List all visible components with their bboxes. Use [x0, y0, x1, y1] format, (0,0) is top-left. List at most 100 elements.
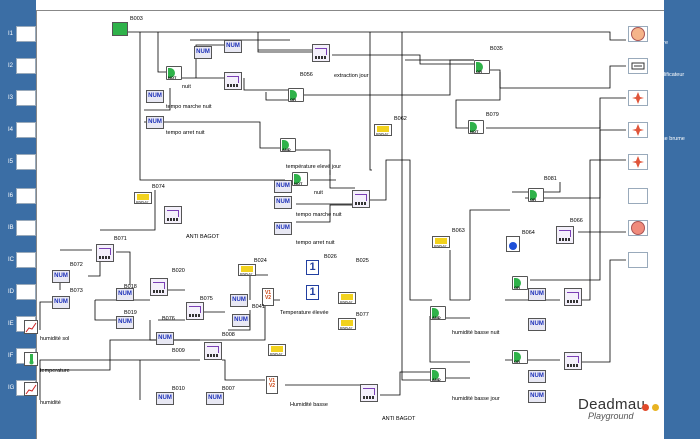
output-terminal-q6[interactable] — [628, 188, 648, 204]
constant-block-b026[interactable]: 1 — [306, 260, 319, 275]
timer-block[interactable] — [564, 288, 582, 306]
input-terminal-i2[interactable] — [16, 58, 36, 74]
or-gate[interactable]: OR — [288, 88, 304, 102]
timer-block[interactable] — [150, 278, 168, 296]
input-terminal-i4[interactable] — [16, 122, 36, 138]
display-screen — [435, 238, 447, 244]
num-block[interactable]: NUM — [528, 370, 546, 383]
input-terminal-i6[interactable] — [16, 188, 36, 204]
num-block[interactable]: NUM — [206, 392, 224, 405]
timer-wave-icon — [207, 346, 219, 353]
or-gate[interactable]: OR — [512, 276, 528, 290]
and-gate[interactable]: AND — [430, 368, 446, 382]
display-block[interactable]: DISPLAY — [338, 318, 356, 330]
block-id-b079: B079 — [486, 112, 499, 118]
or-gate[interactable]: OR — [528, 188, 544, 202]
display-screen — [377, 126, 389, 132]
input-terminal-i5[interactable] — [16, 154, 36, 170]
not-gate[interactable]: NOT — [292, 172, 308, 186]
num-block[interactable]: NUM — [52, 270, 70, 283]
display-label: DISPLAY — [340, 300, 353, 304]
num-block[interactable]: NUM — [116, 288, 134, 301]
block-id-b003: B003 — [130, 16, 143, 22]
timer-block[interactable] — [164, 206, 182, 224]
day-night-clock-block[interactable] — [112, 22, 128, 36]
blue-status-block-b064[interactable] — [506, 236, 520, 252]
not-gate[interactable]: NOT — [468, 120, 484, 134]
timer-block[interactable] — [556, 226, 574, 244]
and-gate[interactable]: AND — [430, 306, 446, 320]
input-terminal-ib[interactable] — [16, 220, 36, 236]
not-gate[interactable]: NOT — [166, 66, 182, 80]
num-block[interactable]: NUM — [274, 196, 292, 209]
timer-block[interactable] — [352, 190, 370, 208]
input-terminal-id[interactable] — [16, 284, 36, 300]
timer-block[interactable] — [360, 384, 378, 402]
input-terminal-i3[interactable] — [16, 90, 36, 106]
block-id-b074: B074 — [152, 184, 165, 190]
block-id-b063: B063 — [452, 228, 465, 234]
display-block[interactable]: DISPLAY — [432, 236, 450, 248]
input-terminal-i1[interactable] — [16, 26, 36, 42]
display-label: DISPLAY — [340, 326, 353, 330]
num-block[interactable]: NUM — [274, 180, 292, 193]
output-label-q4: pousse brume — [650, 136, 685, 142]
num-block[interactable]: NUM — [528, 318, 546, 331]
block-id-b041: B041 — [252, 304, 265, 310]
input-label-ib: IB — [8, 225, 14, 231]
and-gate[interactable]: AND — [280, 138, 296, 152]
display-block[interactable]: DISPLAY — [268, 344, 286, 356]
timer-block[interactable] — [96, 244, 114, 262]
num-block[interactable]: NUM — [52, 296, 70, 309]
timer-block[interactable] — [186, 302, 204, 320]
timer-block[interactable] — [204, 342, 222, 360]
output-label-q3: extra — [650, 104, 663, 110]
timer-block[interactable] — [564, 352, 582, 370]
display-block[interactable]: DISPLAY — [134, 192, 152, 204]
constant-block-b025[interactable]: 1 — [306, 285, 319, 300]
display-block[interactable]: DISPLAY — [374, 124, 392, 136]
humidity-sensor[interactable] — [24, 382, 38, 396]
timer-parameters — [567, 364, 579, 367]
output-id-q3: Q3 — [652, 95, 661, 101]
output-terminal-q8[interactable] — [628, 252, 648, 268]
gate-type-label: AND — [432, 315, 441, 320]
display-block[interactable]: DISPLAY — [238, 264, 256, 276]
timer-wave-icon — [99, 248, 111, 255]
num-block[interactable]: NUM — [232, 314, 250, 327]
num-block[interactable]: NUM — [528, 288, 546, 301]
input-terminal-ic[interactable] — [16, 252, 36, 268]
block-id-b024: B024 — [254, 258, 267, 264]
num-block[interactable]: NUM — [146, 90, 164, 103]
num-block[interactable]: NUM — [146, 116, 164, 129]
timer-parameters — [189, 314, 201, 317]
timer-block[interactable] — [224, 72, 242, 90]
timer-parameters — [363, 396, 375, 399]
num-block[interactable]: NUM — [194, 46, 212, 59]
timer-block[interactable] — [312, 44, 330, 62]
or-gate[interactable]: OR — [512, 350, 528, 364]
label-nuit2: nuit — [314, 190, 323, 196]
soil-humidity-sensor[interactable] — [24, 320, 38, 334]
label-tempo-marche-nuit1: tempo marche nuit — [166, 104, 212, 110]
display-block[interactable]: DISPLAY — [338, 292, 356, 304]
fan-icon — [631, 155, 645, 169]
output-id-q2: Q2 — [652, 63, 661, 69]
gate-type-label: AND — [432, 377, 441, 382]
timer-wave-icon — [355, 194, 367, 201]
or-gate[interactable]: OR — [474, 60, 490, 74]
temperature-sensor[interactable] — [24, 352, 38, 366]
num-block[interactable]: NUM — [528, 390, 546, 403]
input-label-if: IF — [8, 353, 14, 359]
timer-wave-icon — [559, 230, 571, 237]
block-id-b072: B072 — [70, 262, 83, 268]
label-nuit1: nuit — [182, 84, 191, 90]
num-block[interactable]: NUM — [156, 392, 174, 405]
num-block[interactable]: NUM — [156, 332, 174, 345]
num-block[interactable]: NUM — [230, 294, 248, 307]
num-block[interactable]: NUM — [224, 40, 242, 53]
num-block[interactable]: NUM — [274, 222, 292, 235]
num-block[interactable]: NUM — [116, 316, 134, 329]
